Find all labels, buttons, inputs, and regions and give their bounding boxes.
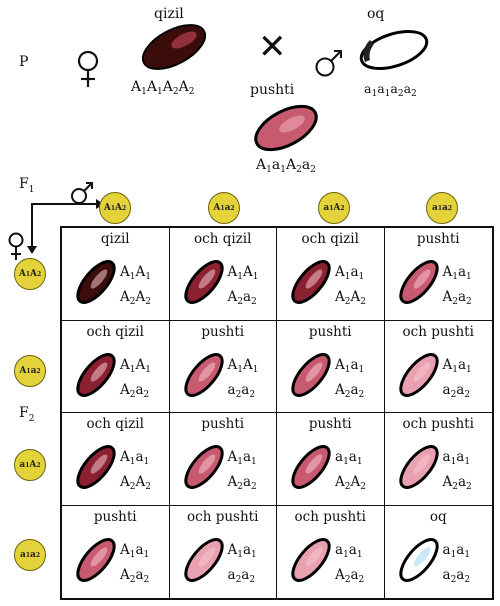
cell-phenotype: och pushti [402, 323, 474, 340]
cell-seed [76, 445, 116, 489]
female-parent-genotype: A1A1A2A2 [131, 79, 195, 97]
cell-phenotype: och qizil [86, 416, 144, 432]
cell-phenotype: oq [429, 508, 447, 525]
cell-phenotype: och pushti [187, 508, 259, 525]
male-symbol-icon [315, 50, 342, 77]
male-parent-seed [359, 30, 429, 70]
p-generation-label: P [19, 54, 29, 70]
cell-phenotype: pushti [201, 416, 245, 432]
f1-generation-label: F1 [19, 176, 35, 195]
cell-seed [183, 260, 224, 304]
cell-phenotype: pushti [308, 416, 352, 432]
cross-symbol: ✕ [258, 27, 287, 67]
cell-phenotype: och pushti [402, 416, 474, 432]
cell-phenotype: och qizil [194, 231, 252, 247]
cell-seed [398, 352, 439, 397]
male-parent-genotype: a1a1a2a2 [364, 81, 417, 99]
cell-seed [291, 352, 331, 397]
male-parent-phenotype: oq [367, 6, 385, 22]
cell-seed [76, 352, 116, 397]
cell-phenotype: och qizil [86, 323, 144, 340]
f1-genotype: A1a1A2a2 [256, 157, 316, 175]
female-parent-seed [141, 24, 207, 70]
cell-seed [183, 445, 224, 489]
f2-generation-label: F2 [19, 405, 35, 424]
cell-phenotype: qizil [100, 231, 130, 247]
cell-seed [398, 260, 439, 304]
f1-seed [254, 104, 318, 152]
cell-seed [76, 537, 116, 582]
cell-phenotype: pushti [308, 323, 352, 340]
cell-seed [398, 537, 439, 582]
cell-phenotype: och qizil [301, 231, 359, 247]
f1-phenotype-label: pushti [250, 82, 295, 98]
female-symbol-icon [8, 232, 24, 260]
cell-phenotype: pushti [93, 508, 137, 525]
male-symbol-icon [71, 182, 93, 204]
female-parent-phenotype: qizil [154, 6, 184, 22]
cell-seed [398, 445, 439, 489]
cell-seed [183, 352, 224, 397]
cell-phenotype: pushti [416, 231, 460, 247]
cell-seed [76, 260, 116, 304]
cell-seed [291, 445, 331, 489]
cell-seed [291, 260, 331, 304]
cell-phenotype: pushti [201, 323, 245, 340]
female-symbol-icon [77, 50, 99, 87]
cell-seed [291, 537, 331, 582]
cell-seed [183, 537, 224, 582]
cell-phenotype: och pushti [294, 508, 366, 525]
